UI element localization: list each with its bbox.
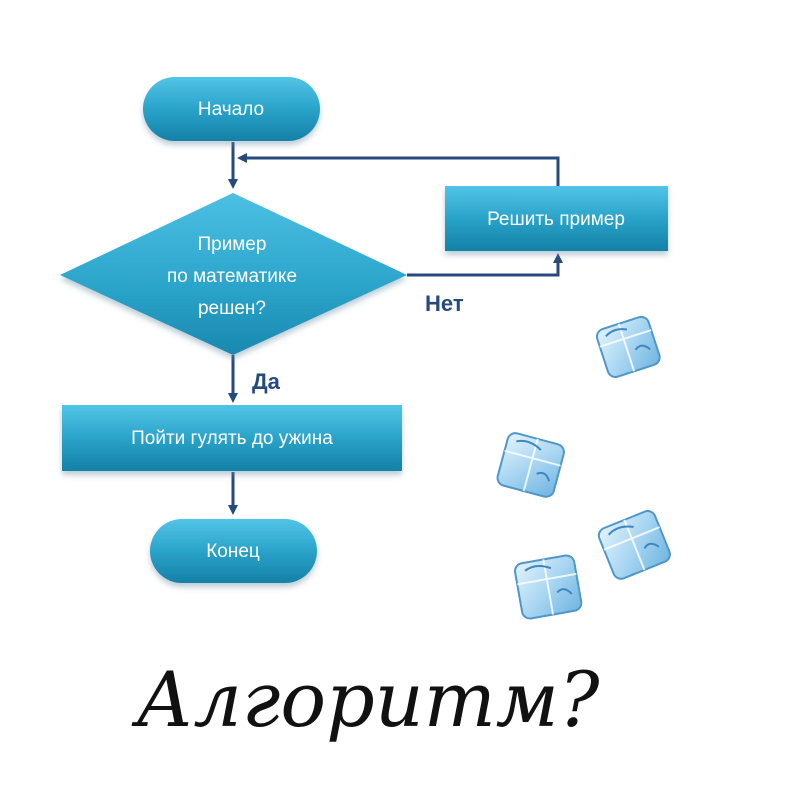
ice-cube-icon (514, 554, 583, 620)
go-walk-label: Пойти гулять до ужина (131, 428, 333, 449)
caption-handwritten: Алгоритм? (131, 655, 601, 744)
start-label: Начало (198, 99, 264, 120)
end-node: Конец (150, 519, 317, 583)
go-walk-node: Пойти гулять до ужина (62, 405, 402, 471)
solve-example-label: Решить пример (487, 209, 625, 230)
ice-cube-icon (595, 315, 662, 379)
ice-cube-icon (496, 431, 566, 498)
end-label: Конец (206, 541, 260, 562)
solve-example-node: Решить пример (445, 186, 668, 251)
decision-line-1: Пример (197, 234, 266, 255)
decision-node: Пример по математике решен? (60, 193, 407, 355)
arrow-decision-no-to-action (407, 256, 558, 275)
decision-line-2: по математике (167, 266, 297, 287)
arrow-action-loop-back (240, 158, 558, 186)
no-label: Нет (425, 291, 464, 316)
ice-cube-icon (596, 509, 672, 582)
start-node: Начало (143, 77, 320, 141)
ice-cubes (496, 315, 673, 620)
decision-line-3: решен? (198, 298, 266, 319)
yes-label: Да (252, 369, 281, 394)
